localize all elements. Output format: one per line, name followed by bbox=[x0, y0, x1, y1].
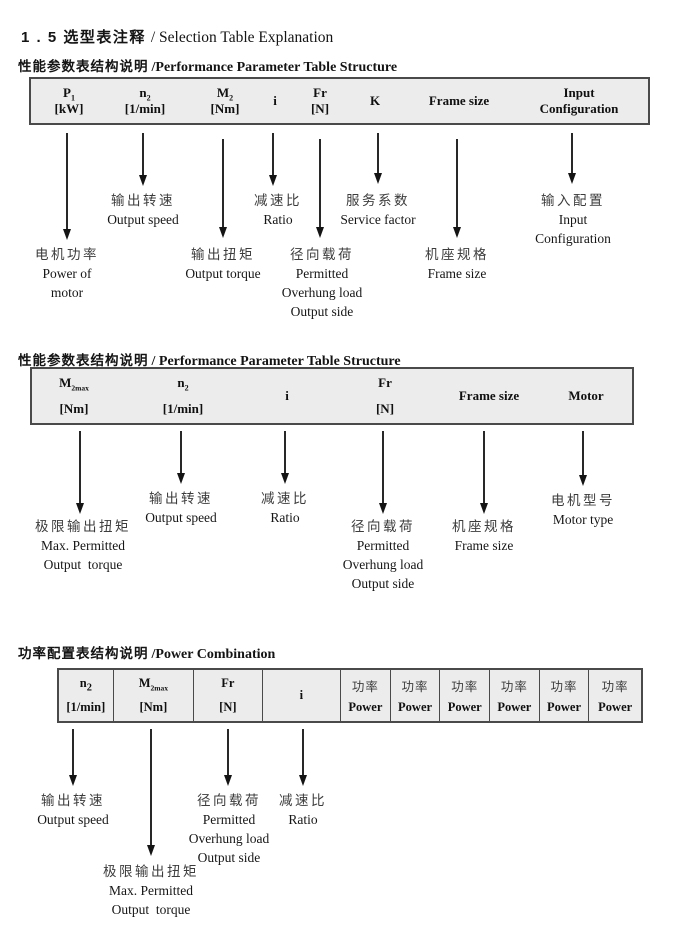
down-arrow-frame-size bbox=[453, 139, 461, 238]
down-arrow-p1 bbox=[63, 133, 71, 240]
down-arrow-frame-size bbox=[480, 431, 488, 514]
callout-service-factor: 服务系数 Service factor bbox=[340, 193, 416, 227]
down-arrow-fr bbox=[379, 431, 387, 514]
down-arrow-i bbox=[269, 133, 277, 186]
table3-col-power-1: 功率 Power bbox=[341, 670, 391, 721]
callout-power-of-motor: 电机功率 Power of motor bbox=[35, 247, 99, 300]
table3-col-power-6: 功率 Power bbox=[598, 680, 633, 714]
callout-motor-type: 电机型号 Motor type bbox=[551, 493, 615, 527]
down-arrow-k bbox=[374, 133, 382, 184]
table2-col-frame-size: Frame size bbox=[458, 388, 520, 403]
table2-col-n2: n2 [1/min] bbox=[162, 375, 204, 416]
table3-col-m2max: M2max [Nm] bbox=[114, 670, 195, 721]
section1-heading: 性能参数表结构说明/Performance Parameter Table St… bbox=[10, 37, 397, 76]
table3-col-power-5: 功率 Power bbox=[540, 670, 590, 721]
table3-col-i: i bbox=[263, 670, 342, 721]
table3-col-power-3: 功率 Power bbox=[440, 670, 491, 721]
callout-output-speed: 输出转速 Output speed bbox=[37, 793, 109, 827]
section3-heading: 功率配置表结构说明/Power Combination bbox=[10, 624, 275, 663]
section1-heading-cn: 性能参数表结构说明 bbox=[18, 59, 149, 74]
down-arrow-n2 bbox=[69, 729, 77, 786]
callout-overhung-load: 径向载荷 Permitted Overhung load Output side bbox=[342, 519, 424, 591]
page-title-cn: 1 . 5 选型表注释 bbox=[21, 29, 146, 46]
callout-overhung-load: 径向载荷 Permitted Overhung load Output side bbox=[188, 793, 270, 865]
table3-col-power-4: 功率 Power bbox=[490, 670, 540, 721]
section1-heading-en: /Performance Parameter Table Structure bbox=[151, 60, 398, 75]
table1-col-i: i bbox=[273, 93, 277, 108]
table1-col-p1: P1 [kW] bbox=[54, 85, 84, 116]
table2-col-m2max: M2max [Nm] bbox=[59, 375, 89, 416]
down-arrow-m2max bbox=[76, 431, 84, 514]
callout-max-output-torque: 极限输出扭矩 Max. Permitted Output torque bbox=[35, 519, 131, 572]
page-title: 1 . 5 选型表注释/ Selection Table Explanation bbox=[13, 8, 333, 47]
table1-col-n2: n2 [1/min] bbox=[124, 85, 166, 116]
table3-header-row: n2 [1/min] M2max [Nm] Fr [N] i 功率 Power … bbox=[57, 668, 643, 723]
down-arrow-motor bbox=[579, 431, 587, 486]
table2-col-i: i bbox=[285, 388, 289, 403]
callout-frame-size: 机座规格 Frame size bbox=[425, 247, 489, 281]
callout-overhung-load: 径向载荷 Permitted Overhung load Output side bbox=[281, 247, 363, 319]
table1-col-k: K bbox=[369, 93, 381, 108]
table2-header-row: M2max [Nm] n2 [1/min] i Fr [N] Frame siz… bbox=[30, 367, 634, 425]
down-arrow-n2 bbox=[177, 431, 185, 484]
callout-frame-size: 机座规格 Frame size bbox=[452, 519, 516, 553]
table1-header-row: P1 [kW] n2 [1/min] M2 [Nm] i Fr [N] K Fr… bbox=[29, 77, 650, 125]
callout-ratio: 减速比 Ratio bbox=[261, 491, 309, 525]
table1-col-m2: M2 [Nm] bbox=[210, 85, 240, 116]
down-arrow-i bbox=[299, 729, 307, 786]
down-arrow-fr bbox=[224, 729, 232, 786]
table1-col-input-configuration: Input Configuration bbox=[539, 85, 619, 116]
callout-max-output-torque: 极限输出扭矩 Max. Permitted Output torque bbox=[103, 864, 199, 917]
section2-heading: 性能参数表结构说明/ Performance Parameter Table S… bbox=[10, 331, 401, 370]
down-arrow-fr bbox=[316, 139, 324, 238]
table2-col-motor: Motor bbox=[568, 388, 604, 403]
down-arrow-m2max bbox=[147, 729, 155, 856]
callout-ratio: 减速比 Ratio bbox=[279, 793, 327, 827]
table1-col-frame-size: Frame size bbox=[428, 93, 490, 108]
table2-col-fr: Fr [N] bbox=[375, 375, 395, 416]
callout-input-configuration: 输入配置 Input Configuration bbox=[535, 193, 611, 246]
page-title-en: / Selection Table Explanation bbox=[150, 29, 334, 46]
down-arrow-m2 bbox=[219, 139, 227, 238]
table1-col-fr: Fr [N] bbox=[310, 85, 330, 116]
section3-heading-cn: 功率配置表结构说明 bbox=[18, 646, 149, 661]
section2-heading-cn: 性能参数表结构说明 bbox=[18, 353, 149, 368]
callout-ratio: 减速比 Ratio bbox=[254, 193, 302, 227]
section2-heading-en: / Performance Parameter Table Structure bbox=[151, 354, 401, 369]
table3-col-fr: Fr [N] bbox=[194, 670, 263, 721]
down-arrow-i bbox=[281, 431, 289, 484]
down-arrow-input-configuration bbox=[568, 133, 576, 184]
table3-col-n2: n2 [1/min] bbox=[59, 670, 114, 721]
callout-output-torque: 输出扭矩 Output torque bbox=[185, 247, 261, 281]
callout-output-speed: 输出转速 Output speed bbox=[145, 491, 217, 525]
section3-heading-en: /Power Combination bbox=[151, 647, 276, 662]
down-arrow-n2 bbox=[139, 133, 147, 186]
callout-output-speed: 输出转速 Output speed bbox=[107, 193, 179, 227]
table3-col-power-2: 功率 Power bbox=[391, 670, 441, 721]
